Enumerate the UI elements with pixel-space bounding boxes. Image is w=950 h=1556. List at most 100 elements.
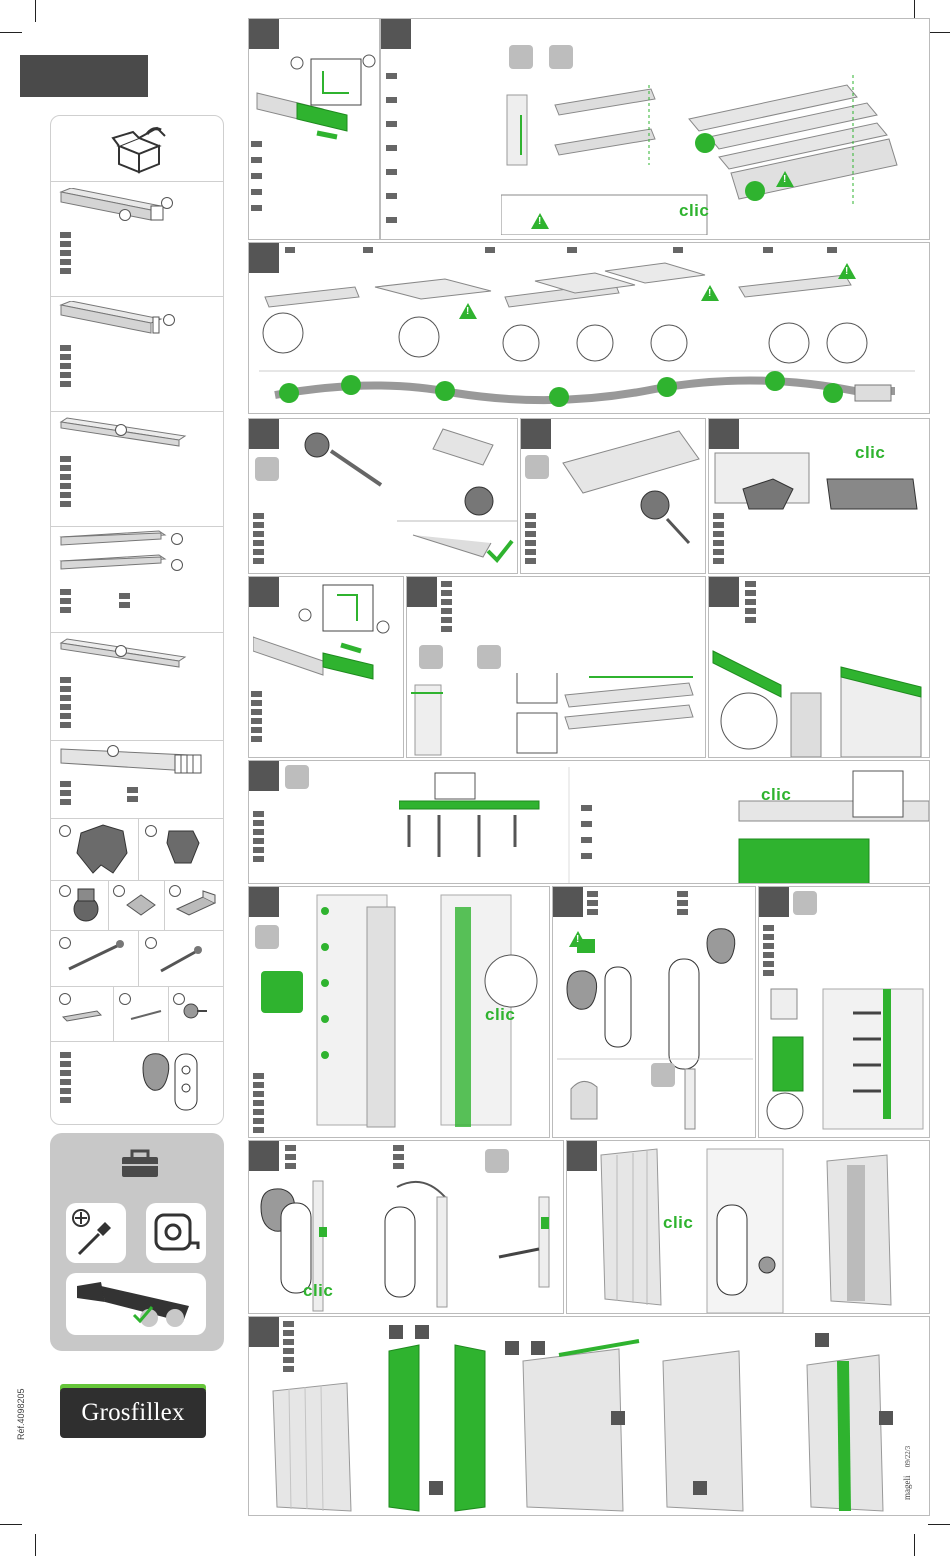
step-16 xyxy=(248,1316,930,1516)
screwdriver-icon xyxy=(71,1208,121,1258)
step-number xyxy=(759,887,789,917)
step-labels xyxy=(587,891,598,915)
step-labels xyxy=(253,513,264,564)
clic-badge: clic xyxy=(679,201,709,221)
part-labels xyxy=(60,456,71,507)
step-labels xyxy=(386,73,397,223)
step-labels xyxy=(393,1145,404,1169)
parts-cell-blades-pair xyxy=(51,527,224,633)
step-label xyxy=(763,247,773,253)
step-11: clic xyxy=(248,886,550,1138)
part-labels xyxy=(60,345,71,387)
step-labels xyxy=(441,581,452,632)
parts-cell-handle xyxy=(51,1042,224,1125)
step-labels xyxy=(677,891,688,915)
crop-mark xyxy=(928,32,950,33)
screwdriver-icon xyxy=(651,1063,675,1087)
step-label xyxy=(363,247,373,253)
open-box-icon xyxy=(109,124,169,174)
part-labels xyxy=(119,593,130,608)
part-marker xyxy=(145,937,157,949)
part-labels xyxy=(127,787,138,802)
brand-name: Grosfillex xyxy=(81,1399,184,1427)
part-marker xyxy=(119,993,131,1005)
step-number xyxy=(381,19,411,49)
warning-icon xyxy=(531,213,549,229)
tape-measure-icon xyxy=(152,1211,200,1255)
step-number xyxy=(249,419,279,449)
step-label xyxy=(673,247,683,253)
warning-icon xyxy=(776,171,794,187)
parts-cell-clips xyxy=(51,819,224,881)
step-labels xyxy=(581,805,592,859)
crop-mark xyxy=(0,32,22,33)
clic-badge: clic xyxy=(303,1281,333,1301)
step-labels xyxy=(525,513,536,564)
step-10: clic xyxy=(248,760,930,884)
part-marker xyxy=(115,645,127,657)
part-labels xyxy=(60,1052,71,1103)
part-marker xyxy=(145,825,157,837)
step-number xyxy=(553,887,583,917)
step-number xyxy=(407,577,437,607)
warning-icon xyxy=(838,263,856,279)
step-number xyxy=(709,577,739,607)
tape-measure-icon xyxy=(419,645,443,669)
clic-badge: clic xyxy=(855,443,885,463)
clic-badge: clic xyxy=(485,1005,515,1025)
reference-number: Réf.4098205 xyxy=(16,1388,26,1440)
part-marker xyxy=(107,745,119,757)
part-marker xyxy=(119,209,131,221)
parts-cell-box xyxy=(51,116,224,182)
step-12 xyxy=(552,886,756,1138)
crop-mark xyxy=(35,0,36,22)
crop-mark xyxy=(0,1524,22,1525)
step-label xyxy=(485,247,495,253)
step-3 xyxy=(248,242,930,414)
toolbox-icon xyxy=(118,1147,162,1181)
step-labels xyxy=(253,811,264,862)
step-7 xyxy=(248,576,404,758)
credit-code: 09/22/3 xyxy=(904,1446,912,1467)
step-number xyxy=(249,1141,279,1171)
step-labels xyxy=(251,141,262,211)
step-15: clic xyxy=(566,1140,930,1314)
step-8 xyxy=(406,576,706,758)
part-labels xyxy=(60,781,71,805)
step-number xyxy=(521,419,551,449)
step-5 xyxy=(520,418,706,574)
step-13 xyxy=(758,886,930,1138)
crop-mark xyxy=(928,1524,950,1525)
tool-saw xyxy=(66,1273,206,1335)
step-number xyxy=(709,419,739,449)
part-marker xyxy=(59,993,71,1005)
screwdriver-icon xyxy=(525,455,549,479)
parts-cell-blade xyxy=(51,412,224,527)
step-6: clic xyxy=(708,418,930,574)
step-label xyxy=(567,247,577,253)
warning-icon xyxy=(569,931,587,947)
step-labels xyxy=(745,581,756,623)
part-labels xyxy=(60,589,71,613)
tools-panel xyxy=(50,1133,224,1351)
step-labels xyxy=(285,1145,296,1169)
parts-list-panel xyxy=(50,115,224,1125)
step-14: clic xyxy=(248,1140,564,1314)
part-marker xyxy=(163,314,175,326)
screwdriver-icon xyxy=(793,891,817,915)
step-labels xyxy=(251,691,262,742)
step-labels xyxy=(763,925,774,976)
parts-cell-blade-end xyxy=(51,633,224,741)
part-marker xyxy=(171,533,183,545)
step-number xyxy=(249,761,279,791)
parts-cell-accessories xyxy=(51,987,224,1042)
step-4 xyxy=(248,418,518,574)
step-labels xyxy=(253,1073,264,1133)
part-marker xyxy=(115,424,127,436)
screwdriver-icon xyxy=(485,1149,509,1173)
step-1 xyxy=(248,18,380,240)
parts-cell-stops xyxy=(51,881,224,931)
step-2: clic xyxy=(380,18,930,240)
tool-tape-measure xyxy=(146,1203,206,1263)
parts-cell-rail xyxy=(51,182,224,297)
